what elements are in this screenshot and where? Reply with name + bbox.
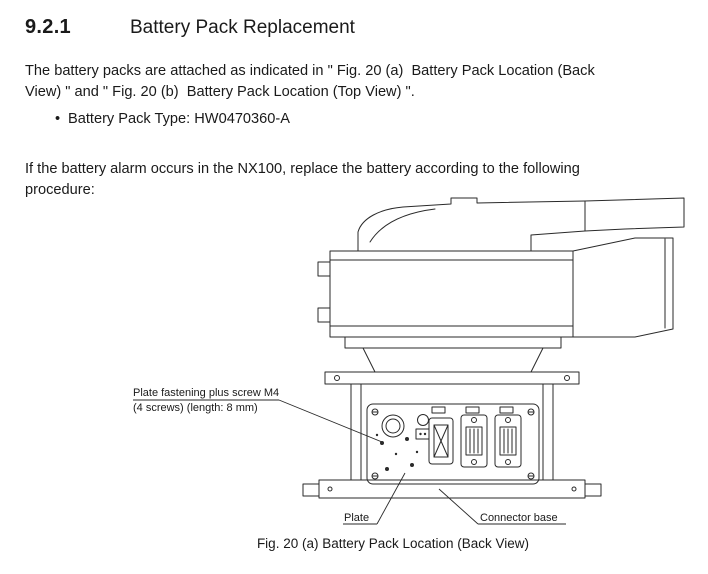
callout-screw-label-line1: Plate fastening plus screw M4 bbox=[133, 387, 279, 399]
paragraph-line: If the battery alarm occurs in the NX100… bbox=[25, 161, 580, 177]
right-housing-block bbox=[572, 237, 674, 338]
round-connector bbox=[381, 414, 430, 440]
base-plate bbox=[318, 479, 586, 499]
leader-line-screw bbox=[278, 399, 383, 443]
motor-housing bbox=[329, 250, 574, 338]
section-number: 9.2.1 bbox=[25, 16, 71, 38]
paragraph-battery-location: The battery packs are attached as indica… bbox=[25, 61, 690, 103]
leader-lines bbox=[133, 399, 566, 525]
leader-line-connector bbox=[438, 488, 479, 525]
paragraph-line: The battery packs are attached as indica… bbox=[25, 63, 595, 79]
figure-caption: Fig. 20 (a) Battery Pack Location (Back … bbox=[256, 536, 530, 551]
callout-screw-label-line2: (4 screws) (length: 8 mm) bbox=[133, 402, 258, 414]
callout-plate-label: Plate bbox=[344, 512, 369, 524]
pedestal-body bbox=[350, 383, 554, 481]
callout-connector-base-label: Connector base bbox=[480, 512, 558, 524]
paragraph-line: View) " and " Fig. 20 (b) Battery Pack L… bbox=[25, 84, 415, 100]
figure-20a: Plate fastening plus screw M4 (4 screws)… bbox=[25, 196, 708, 551]
leader-line-plate bbox=[376, 472, 406, 525]
robot-arm-outline bbox=[317, 197, 685, 338]
pedestal-and-base bbox=[302, 336, 602, 499]
bullet-marker: • bbox=[55, 111, 61, 127]
rect-connector bbox=[460, 414, 488, 468]
paragraph-battery-alarm: If the battery alarm occurs in the NX100… bbox=[25, 159, 690, 201]
bullet-battery-pack-type: • Battery Pack Type: HW0470360-A bbox=[55, 109, 690, 130]
robot-base-line-drawing: Plate fastening plus screw M4 (4 screws)… bbox=[133, 197, 685, 525]
rect-connector bbox=[428, 417, 454, 465]
panel-corner-screws bbox=[371, 408, 535, 480]
connector-panel bbox=[366, 403, 540, 485]
rect-connector bbox=[494, 414, 522, 468]
bullet-text: Battery Pack Type: HW0470360-A bbox=[68, 111, 290, 127]
page-content: 9.2.1 Battery Pack Replacement The batte… bbox=[25, 16, 708, 551]
section-heading: 9.2.1 Battery Pack Replacement bbox=[25, 16, 690, 39]
section-title: Battery Pack Replacement bbox=[130, 17, 355, 38]
plate-screws bbox=[375, 433, 419, 471]
paragraph-line: procedure: bbox=[25, 182, 95, 198]
